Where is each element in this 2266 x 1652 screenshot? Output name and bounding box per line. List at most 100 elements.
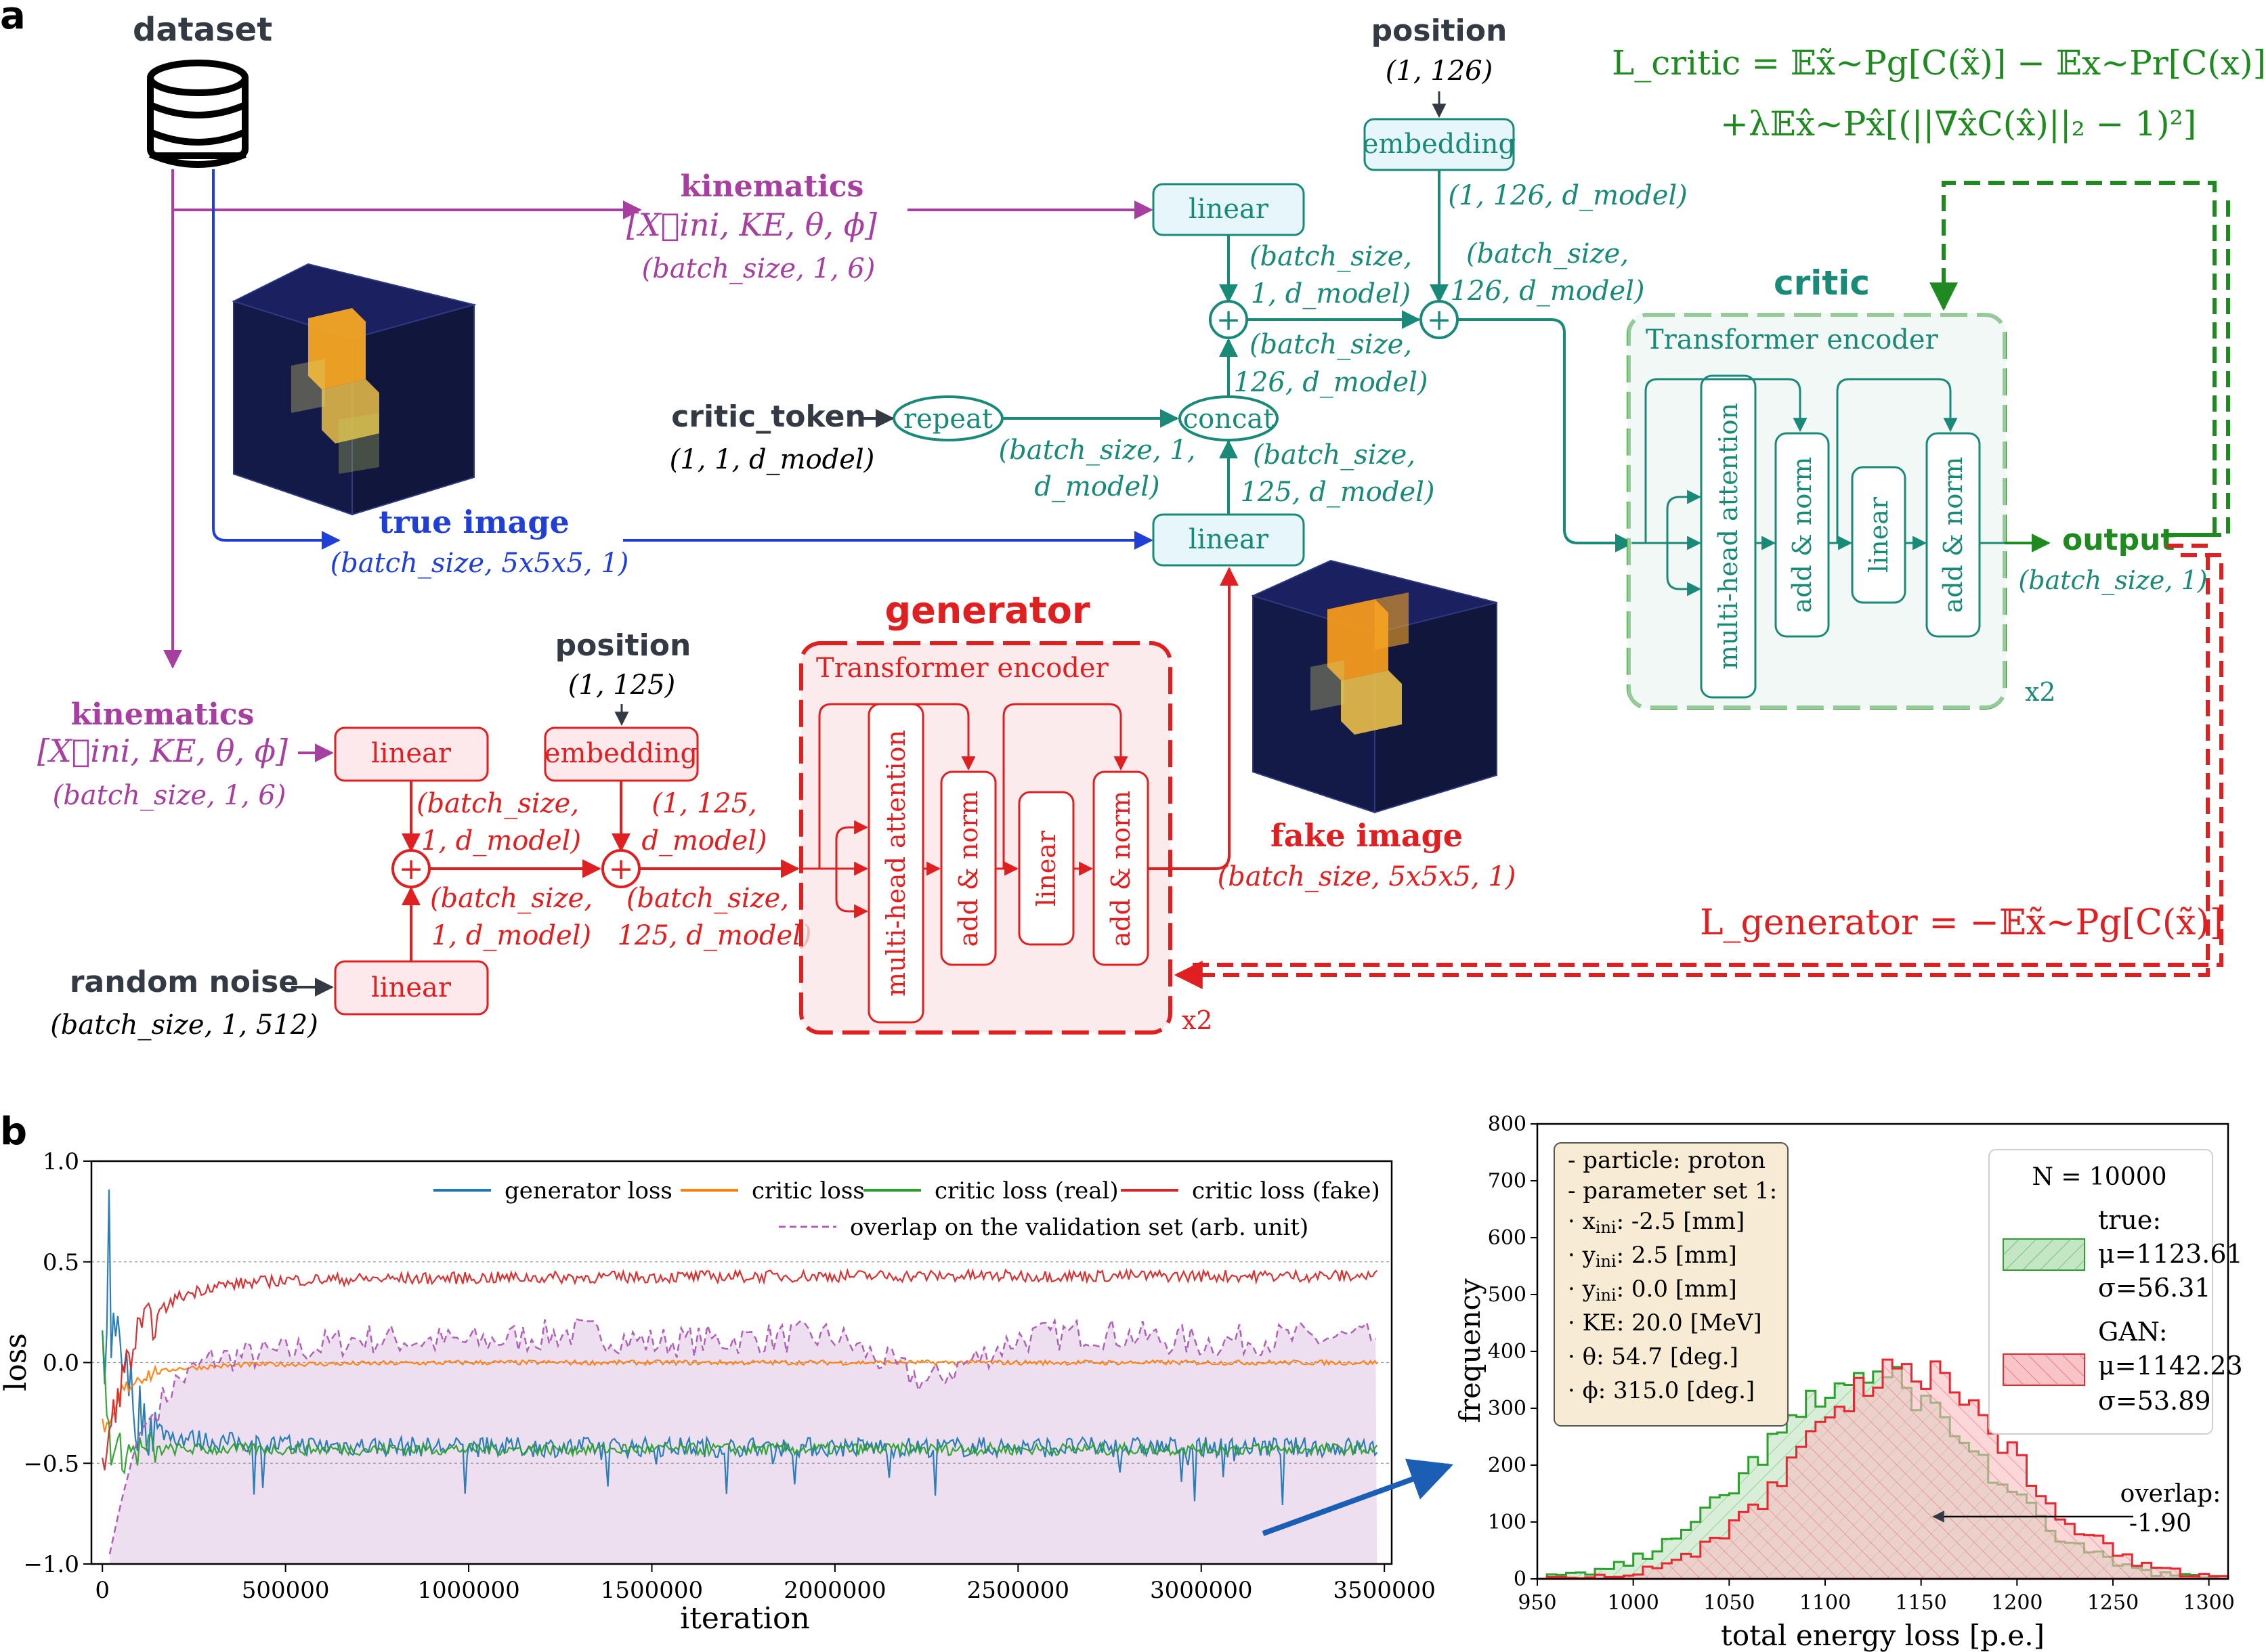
loss-critic-line1: L_critic = 𝔼x̃∼Pg[C(x̃)] − 𝔼x∼Pr[C(x)] <box>1612 43 2266 83</box>
generator-loss-feedback <box>1174 544 2223 989</box>
fake-image-cube <box>1251 559 1497 814</box>
shape-repeat-out-1: (batch_size, 1, <box>999 435 1196 466</box>
critic-token-shape: (1, 1, d_model) <box>670 444 875 475</box>
generator-title: generator <box>885 589 1090 632</box>
shape-g-sum-1: (batch_size, <box>626 883 789 914</box>
info-phi: · ϕ: 315.0 [deg.] <box>1568 1377 1755 1404</box>
loss-ytick-label: 0.0 <box>43 1350 79 1377</box>
plus-sign: + <box>399 852 424 886</box>
generator-linear-noise-label: linear <box>371 972 452 1003</box>
panel-a: a dataset true image (batch_size, 5x5x5,… <box>0 0 2266 1041</box>
loss-critic-line2: +λ𝔼x̂∼Px̂[(||∇x̂C(x̂)||₂ − 1)²] <box>1720 104 2196 144</box>
histogram-ylabel: frequency <box>1453 1278 1487 1423</box>
loss-xtick-label: 1000000 <box>417 1577 519 1604</box>
legend-gan-label: GAN: <box>2098 1317 2168 1347</box>
shape-g-noise-2: 1, d_model) <box>431 920 591 951</box>
plus-sign: + <box>609 852 634 886</box>
hist-ytick-label: 800 <box>1488 1112 1526 1136</box>
loss-series-generator-loss <box>102 1189 1378 1506</box>
loss-legend-label: overlap on the validation set (arb. unit… <box>850 1214 1308 1241</box>
loss-series-critic-loss <box>102 1359 1378 1433</box>
hist-ytick-label: 200 <box>1488 1454 1526 1477</box>
loss-xtick-label: 3000000 <box>1150 1577 1252 1604</box>
legend-true-label: true: <box>2098 1205 2161 1235</box>
critic-loss-feedback <box>1929 181 2230 537</box>
shape-after-emb-2: 126, d_model) <box>1450 276 1644 307</box>
generator-embedding-label: embedding <box>544 738 698 769</box>
loss-overlap-area <box>110 1319 1377 1564</box>
loss-ylabel: loss <box>0 1333 33 1391</box>
hist-xtick-label: 1300 <box>2183 1591 2234 1615</box>
info-theta: · θ: 54.7 [deg.] <box>1568 1343 1738 1370</box>
legend-n: N = 10000 <box>2032 1163 2166 1191</box>
critic-linear-kinematics-label: linear <box>1189 194 1269 225</box>
loss-xtick-label: 0 <box>95 1577 110 1604</box>
position-critic-label: position <box>1371 14 1508 48</box>
edge-plus2-critic-encoder <box>1457 318 1634 552</box>
shape-g-sum-2: 125, d_model) <box>617 920 811 951</box>
loss-legend-label: critic loss (fake) <box>1192 1177 1380 1204</box>
true-image-cube <box>232 263 477 516</box>
critic-addnorm-1 <box>1774 432 1830 638</box>
hist-outline-gan <box>1537 1358 2229 1580</box>
generator-linear-ff-label: linear <box>1031 830 1061 907</box>
loss-xtick-label: 2500000 <box>967 1577 1069 1604</box>
info-particle: - particle: proton <box>1568 1147 1766 1174</box>
loss-series <box>102 1189 1378 1555</box>
hist-ytick-label: 700 <box>1488 1169 1526 1193</box>
panel-letter-a: a <box>0 0 26 38</box>
kinematics-bottom-title: kinematics <box>71 697 255 732</box>
hist-xtick-label: 950 <box>1518 1591 1556 1615</box>
critic-title: critic <box>1774 263 1870 303</box>
generator-addnorm-2-label: add & norm <box>1106 791 1136 947</box>
loss-ytick-label: −1.0 <box>23 1551 79 1578</box>
shape-g-linear-2: 1, d_model) <box>421 825 581 856</box>
legend-gan-sigma: σ=53.89 <box>2098 1386 2211 1416</box>
critic-encoder-edges <box>1632 378 2005 596</box>
hist-xtick-label: 1050 <box>1703 1591 1755 1615</box>
info-yini-1: · yini: 2.5 [mm] <box>1568 1242 1737 1271</box>
hist-xtick-label: 1250 <box>2087 1591 2139 1615</box>
plus-sign: + <box>1427 303 1452 337</box>
shape-img-linear-1: (batch_size, <box>1253 439 1415 471</box>
overlap-value: -1.90 <box>2129 1510 2192 1538</box>
random-noise-shape: (batch_size, 1, 512) <box>50 1009 318 1041</box>
kinematics-bottom-vector: [X⃗ini, KE, θ, ϕ] <box>37 733 288 769</box>
kinematics-top-title: kinematics <box>681 169 864 204</box>
hist-hatch-gan <box>1537 1360 2228 1579</box>
shape-g-emb-2: d_model) <box>641 825 767 856</box>
shape-repeat-out-2: d_model) <box>1034 471 1159 502</box>
critic-mha-label: multi-head attention <box>1713 403 1743 670</box>
generator-repeat-count: x2 <box>1182 1005 1213 1035</box>
hist-xtick-label: 1000 <box>1607 1591 1659 1615</box>
shape-after-concat-2: 126, d_model) <box>1233 367 1428 398</box>
histogram-xlabel: total energy loss [p.e.] <box>1721 1619 2045 1652</box>
shape-g-noise-1: (batch_size, <box>430 883 593 914</box>
hist-xtick-label: 1100 <box>1799 1591 1851 1615</box>
critic-token-label: critic_token <box>671 399 866 434</box>
hist-xtick-label: 1150 <box>1895 1591 1946 1615</box>
overlap-label: overlap: <box>2120 1480 2221 1508</box>
histogram-bars <box>1536 1358 2229 1580</box>
shape-g-emb-1: (1, 125, <box>651 788 757 819</box>
plus-sign: + <box>1216 303 1241 337</box>
legend-true-hatch <box>2003 1239 2085 1270</box>
shape-after-concat-1: (batch_size, <box>1249 329 1412 360</box>
info-xini: · xini: -2.5 [mm] <box>1568 1208 1745 1237</box>
critic-addnorm-1-label: add & norm <box>1787 457 1817 613</box>
kinematics-bottom-shape: (batch_size, 1, 6) <box>53 780 286 811</box>
loss-legend-label: critic loss <box>752 1177 865 1204</box>
critic-embedding-label: embedding <box>1363 129 1516 160</box>
critic-linear-image-label: linear <box>1189 524 1269 555</box>
shape-kin-linear-1: (batch_size, <box>1249 241 1412 272</box>
loss-overlap-fill <box>110 1319 1377 1564</box>
shape-img-linear-2: 125, d_model) <box>1240 477 1434 508</box>
hist-ytick-label: 300 <box>1488 1397 1526 1420</box>
critic-addnorm-2-label: add & norm <box>1938 457 1968 613</box>
legend-gan-mu: μ=1142.23 <box>2098 1351 2243 1381</box>
info-param-set: - parameter set 1: <box>1568 1177 1777 1204</box>
critic-output-shape: (batch_size, 1) <box>2018 565 2207 596</box>
true-image-label: true image <box>379 504 570 540</box>
